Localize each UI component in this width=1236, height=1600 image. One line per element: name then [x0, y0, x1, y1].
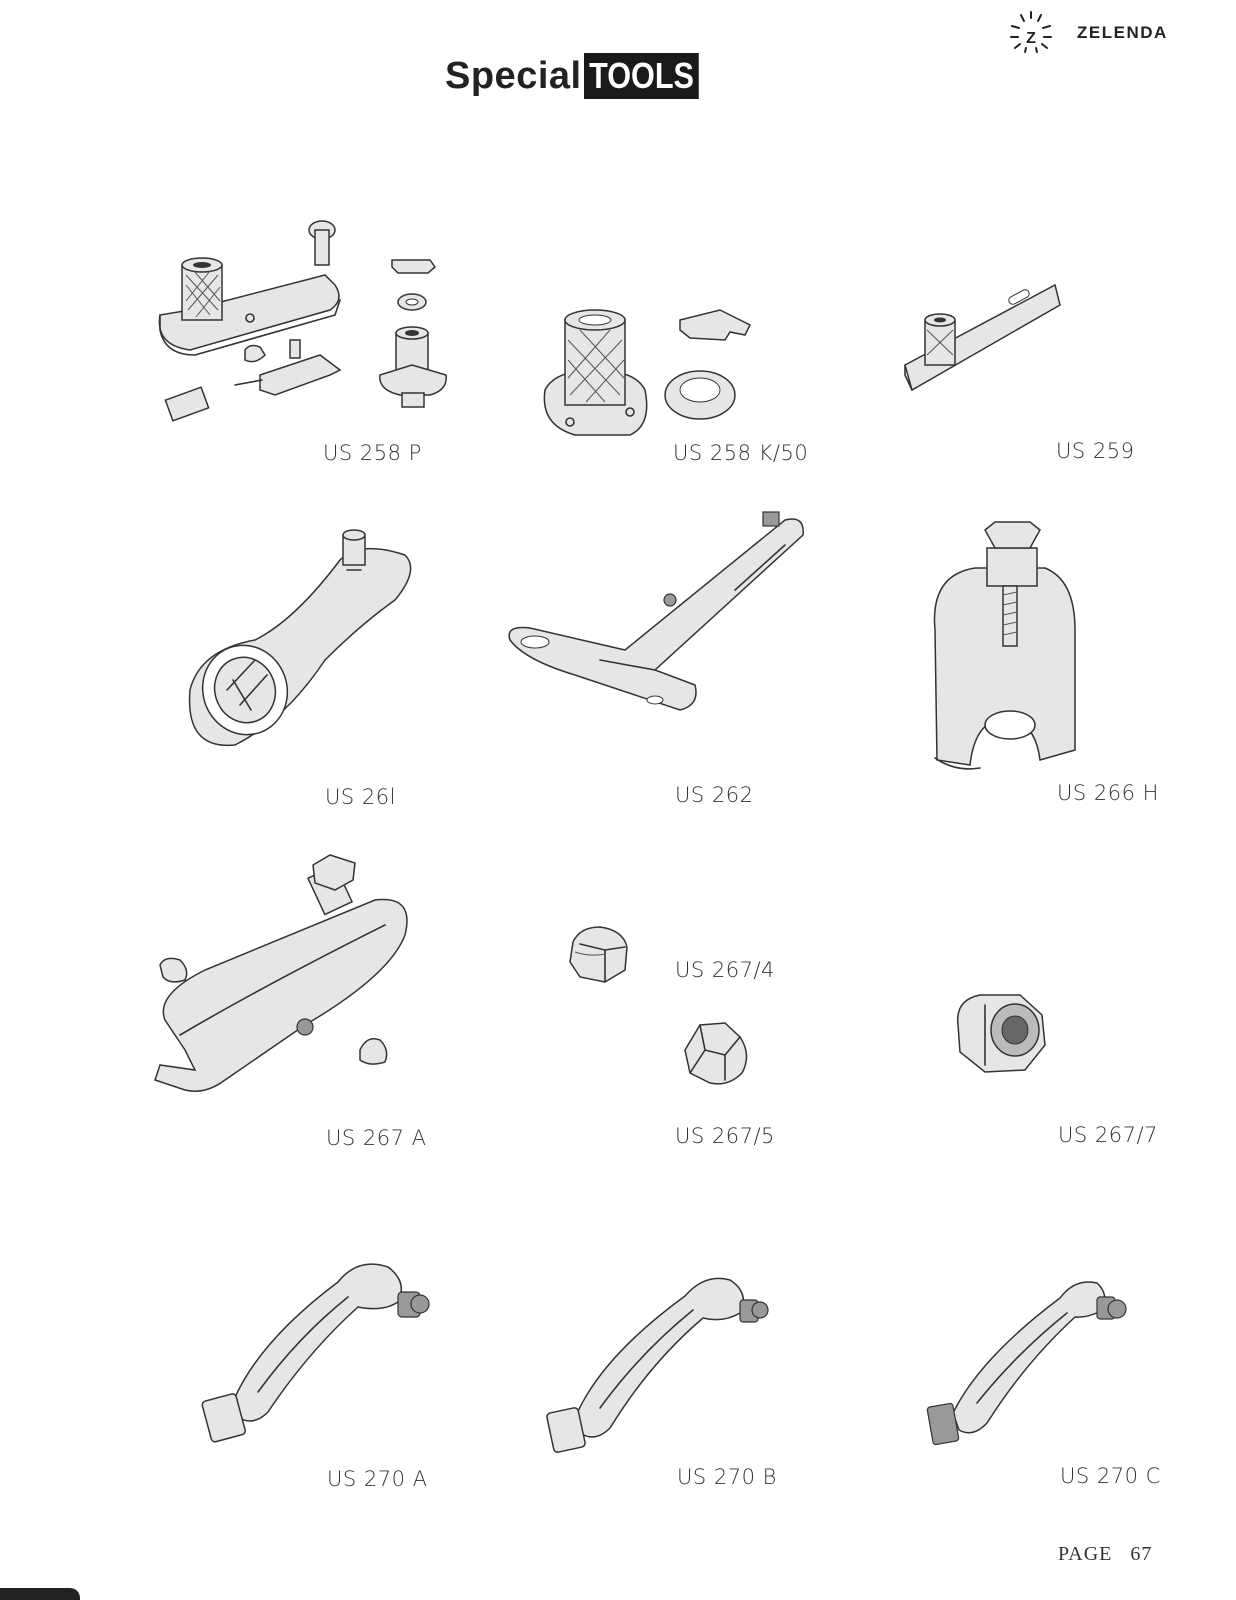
tool-us270b-illustration [545, 1268, 775, 1467]
tool-us2675-illustration [680, 1015, 755, 1094]
page-title: Special TOOLS [445, 52, 719, 100]
tool-label-us259: US 259 [1056, 439, 1135, 463]
tool-us258k50-illustration [540, 300, 770, 444]
clamp-spanner-icon [154, 854, 408, 1092]
ring-spanner-icon [188, 529, 412, 747]
plate-adapter-icon [904, 283, 1061, 392]
page-label: PAGE [1058, 1543, 1113, 1565]
cap-nut-icon [684, 1022, 748, 1085]
lever-tool-icon [201, 1263, 430, 1443]
tool-label-us2674: US 267/4 [675, 958, 775, 982]
cap-nut-icon [569, 926, 628, 983]
tool-us270c-illustration [925, 1273, 1140, 1462]
title-special: Special [445, 55, 582, 97]
tool-label-us2675: US 267/5 [675, 1124, 775, 1148]
t-spanner-icon [508, 511, 804, 711]
tool-label-us266h: US 266 H [1057, 781, 1159, 805]
tool-label-us270a: US 270 A [327, 1467, 428, 1491]
brand-name: ZELENDA [1077, 23, 1168, 42]
tool-label-us258k50: US 258 K/50 [673, 441, 809, 465]
tool-label-us261: US 26l [325, 785, 396, 809]
lever-tool-icon [926, 1281, 1127, 1446]
bell-puller-icon [933, 521, 1076, 770]
tool-us270a-illustration [198, 1252, 438, 1456]
tool-label-us258p: US 258 P [323, 441, 422, 465]
tool-us258p-illustration [150, 215, 460, 429]
brand: Z ZELENDA [1003, 8, 1168, 58]
tool-us2677-illustration [950, 990, 1050, 1079]
tool-us259-illustration [900, 275, 1070, 404]
page-number: PAGE 67 [1058, 1543, 1152, 1566]
svg-text:Z: Z [1026, 30, 1036, 47]
tool-us262-illustration [505, 510, 810, 724]
tool-us267a-illustration [145, 854, 420, 1109]
tool-label-us270c: US 270 C [1060, 1464, 1161, 1488]
assembly-tool-icon [158, 220, 447, 422]
tool-label-us262: US 262 [675, 783, 754, 807]
tool-label-us270b: US 270 B [677, 1465, 777, 1489]
scan-edge-mark [0, 1588, 80, 1600]
tool-us2674-illustration [565, 922, 635, 991]
zelenda-logo-icon: Z [1010, 11, 1052, 53]
knurled-adapter-icon [543, 309, 752, 436]
lever-tool-icon [546, 1277, 769, 1453]
page-number-value: 67 [1130, 1543, 1153, 1565]
tool-us266h-illustration [925, 520, 1085, 784]
tool-us261-illustration [185, 529, 425, 754]
tool-label-us2677: US 267/7 [1058, 1123, 1158, 1147]
cap-nut-icon [956, 994, 1046, 1073]
title-tools: TOOLS [583, 53, 699, 99]
tool-label-us267a: US 267 A [326, 1126, 427, 1150]
